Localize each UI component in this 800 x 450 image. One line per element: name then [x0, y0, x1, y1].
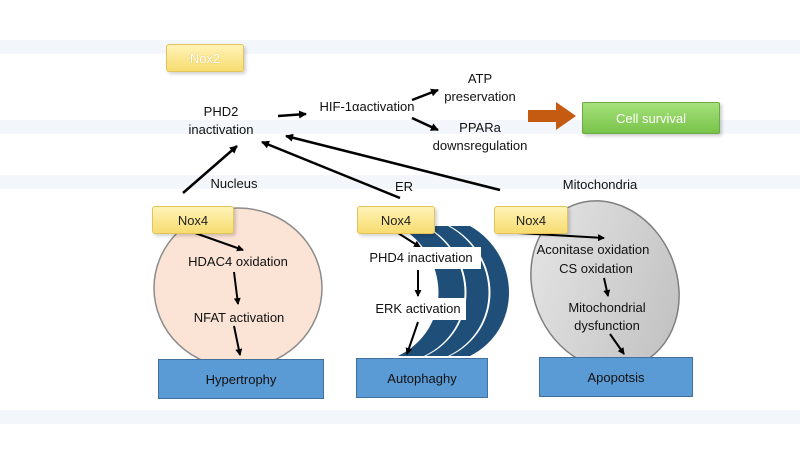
arrow-nox4-to-hdac4: [194, 232, 244, 252]
hif-activation-label: HIF-1αactivation: [319, 99, 415, 114]
er-title: ER: [394, 179, 414, 194]
nucleus-title: Nucleus: [210, 176, 258, 191]
arrow-hif-to-ppar: [411, 116, 439, 132]
nox2-label: Nox2: [189, 50, 221, 66]
nucleus-nox4-box: Nox4: [152, 206, 234, 234]
arrow-nucleus-to-phd2: [182, 145, 238, 194]
background-stripe: [0, 410, 800, 424]
mito-dysfunction-line2: dysfunction: [574, 318, 640, 333]
arrow-phd2-to-hif: [277, 110, 307, 119]
er-shape: [398, 226, 509, 356]
atp-preservation-label: ATP preservation: [432, 70, 528, 106]
nox2-box: Nox2: [166, 44, 244, 72]
arrow-cs-to-dysfunction: [603, 277, 611, 297]
phd2-inactivation-label: PHD2 inactivation: [176, 103, 266, 139]
arrow-erk-to-autophagy: [405, 321, 419, 355]
ppar-downregulation-label: PPARa downsregulation: [422, 119, 538, 155]
hypertrophy-label: Hypertrophy: [205, 371, 277, 387]
mito-nox4-box: Nox4: [494, 206, 568, 234]
ppar-line1: PPARa: [459, 120, 501, 135]
ppar-line2: downsregulation: [432, 138, 528, 153]
er-nox4-label: Nox4: [380, 212, 412, 228]
phd4-inactivation-label: PHD4 inactivation: [369, 250, 473, 265]
arrow-hdac4-to-nfat: [233, 271, 241, 305]
mito-dysfunction-line1: Mitochondrial: [568, 300, 646, 315]
nfat-activation-label: NFAT activation: [193, 310, 285, 325]
erk-activation-label: ERK activation: [375, 301, 461, 316]
arrow-er-to-phd2: [261, 140, 401, 200]
apoptosis-box: Apopotsis: [539, 357, 693, 397]
cs-oxidation-label: CS oxidation: [559, 261, 633, 276]
nucleus-nox4-label: Nox4: [177, 212, 209, 228]
hypertrophy-box: Hypertrophy: [158, 359, 324, 399]
arrow-hif-to-atp: [411, 88, 439, 102]
mito-dysfunction-label: Mitochondrial dysfunction: [552, 299, 662, 335]
cell-survival-label: Cell survival: [615, 110, 687, 126]
aconitase-oxidation-label: Aconitase oxidation: [536, 242, 650, 257]
er-nox4-box: Nox4: [357, 206, 435, 234]
mito-nox4-label: Nox4: [515, 212, 547, 228]
hdac4-oxidation-label: HDAC4 oxidation: [188, 254, 288, 269]
atp-line1: ATP: [467, 71, 493, 86]
autophagy-label: Autophaghy: [387, 370, 457, 386]
arrow-mito-to-phd2: [285, 133, 501, 192]
arrow-nfat-to-hypertrophy: [233, 325, 243, 356]
phd2-line1: PHD2: [203, 104, 239, 119]
cell-survival-box: Cell survival: [582, 102, 720, 134]
erk-activation-box: ERK activation: [370, 298, 466, 320]
arrow-dysfunction-to-apoptosis: [609, 333, 625, 355]
phd4-inactivation-box: PHD4 inactivation: [361, 247, 481, 269]
phd2-line2: inactivation: [188, 122, 254, 137]
atp-line2: preservation: [444, 89, 516, 104]
autophagy-box: Autophaghy: [356, 358, 488, 398]
arrow-orange-to-survival: [528, 102, 576, 130]
arrow-nox4-to-phd4: [397, 232, 421, 248]
mitochondria-title: Mitochondria: [562, 177, 638, 192]
apoptosis-label: Apopotsis: [587, 369, 645, 385]
